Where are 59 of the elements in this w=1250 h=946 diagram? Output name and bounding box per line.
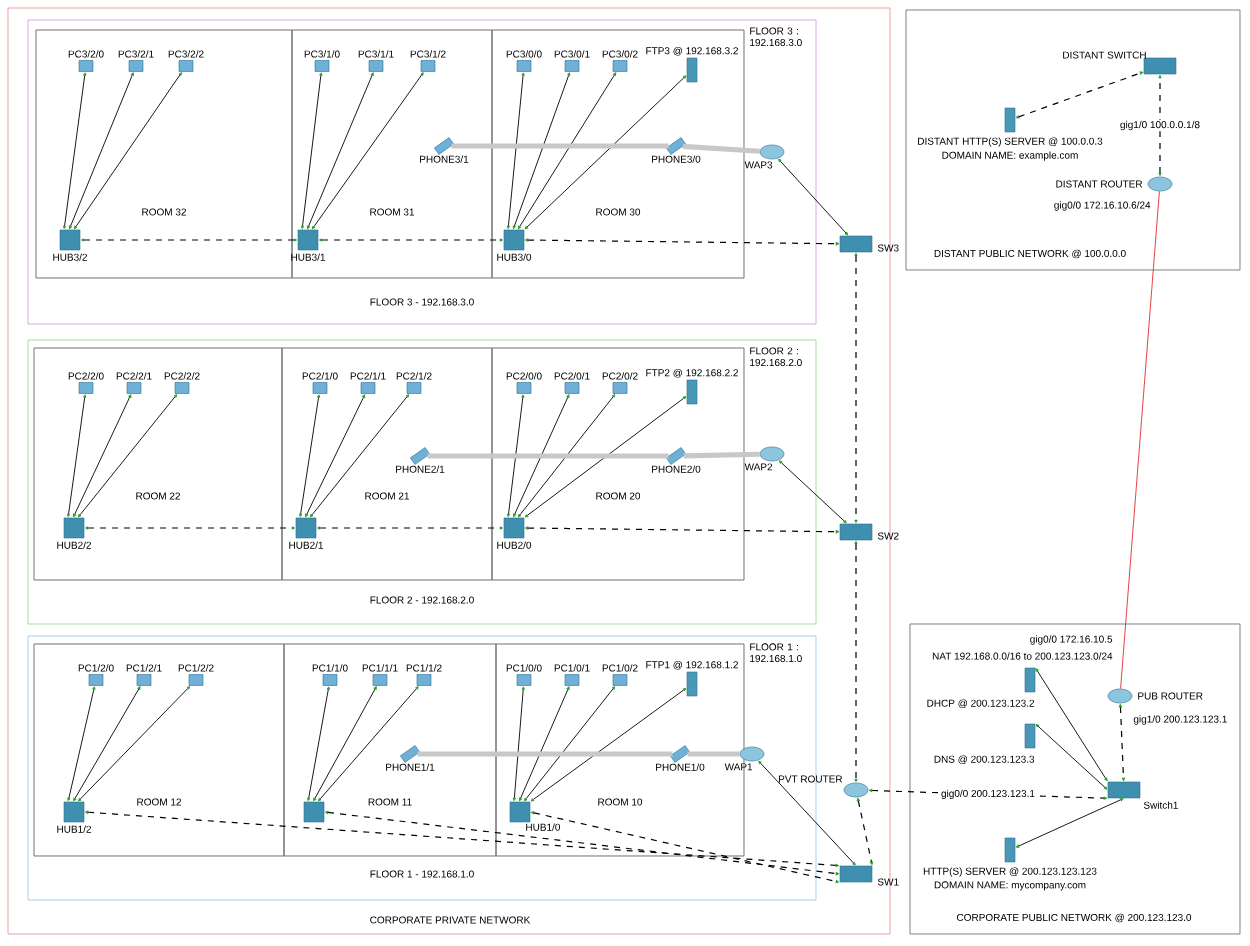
cable (300, 72, 323, 230)
cable (78, 394, 178, 518)
cable (68, 72, 134, 230)
cable (298, 394, 321, 518)
cable (856, 797, 874, 865)
cable (778, 460, 847, 524)
cable (317, 526, 503, 530)
cable (306, 72, 374, 230)
wireless-link (427, 453, 669, 459)
cable (525, 526, 839, 534)
wireless-link (687, 751, 740, 757)
cable (1015, 71, 1144, 119)
cable (81, 238, 297, 242)
cable (524, 396, 687, 518)
cable (1158, 75, 1162, 176)
cable (62, 72, 87, 230)
cable (305, 394, 366, 518)
cable (531, 811, 839, 884)
cable (1035, 668, 1108, 782)
cable (85, 526, 295, 530)
cable (73, 72, 182, 230)
cable (1118, 704, 1126, 781)
cable (517, 72, 617, 230)
cable (1035, 723, 1108, 790)
cable (311, 72, 424, 230)
cable (518, 686, 570, 802)
cable (506, 72, 525, 230)
cable (1120, 190, 1160, 690)
cable (1015, 798, 1124, 848)
cable (319, 238, 503, 242)
cable (73, 686, 141, 802)
cable (318, 686, 419, 802)
cable (523, 686, 616, 802)
cable (310, 394, 410, 518)
cable (525, 238, 839, 246)
box-shape (303, 801, 325, 823)
cable (854, 541, 858, 782)
cable (758, 760, 856, 866)
cable (313, 686, 377, 802)
wireless-link (417, 751, 673, 757)
cable (66, 394, 87, 518)
cable (506, 394, 525, 518)
cable (524, 75, 687, 230)
wireless-link (451, 143, 669, 149)
cable (512, 72, 571, 230)
cable (73, 394, 132, 518)
wireless-link (683, 451, 760, 459)
cable (67, 686, 96, 802)
cable (512, 686, 525, 802)
cable (307, 686, 330, 802)
cable (530, 688, 687, 802)
cable (517, 394, 616, 518)
cable (854, 253, 858, 523)
cable (513, 394, 570, 518)
cable (325, 810, 839, 876)
cable (778, 158, 849, 236)
wireless-link (682, 143, 760, 154)
cable (85, 810, 839, 868)
cable (78, 686, 191, 802)
